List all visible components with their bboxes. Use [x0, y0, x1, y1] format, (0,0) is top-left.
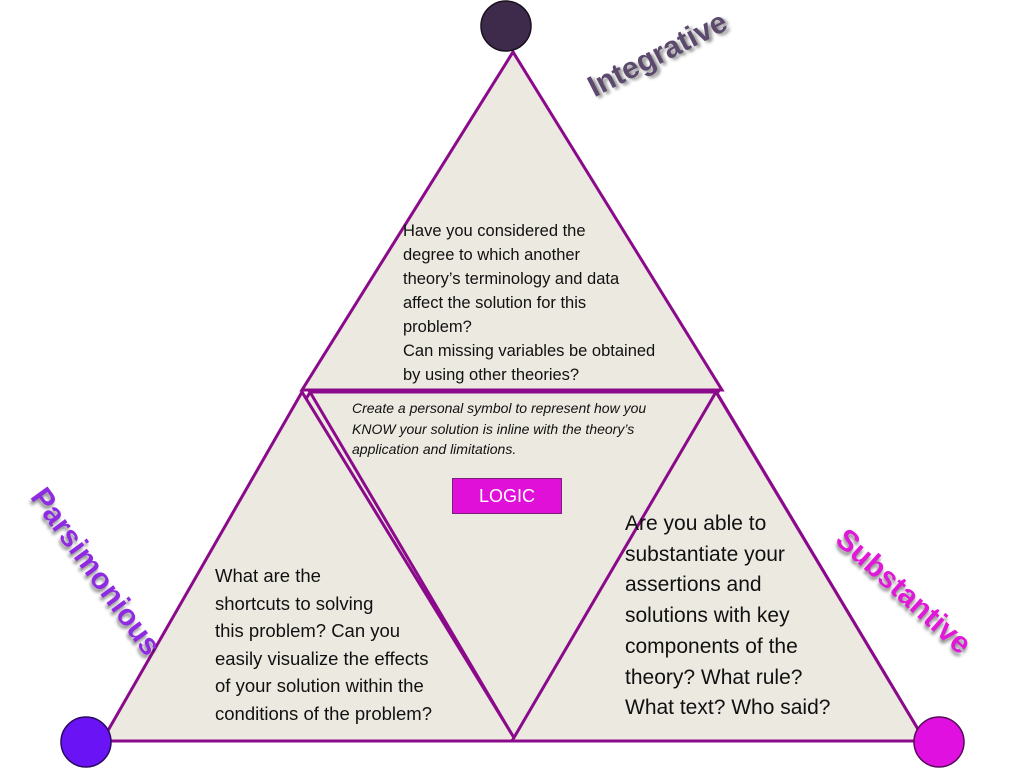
substantive-question: Are you able to substantiate your assert…: [625, 512, 831, 720]
parsimonious-question: What are the shortcuts to solving this p…: [215, 565, 432, 724]
top-triangle: [299, 49, 725, 392]
right-node: [913, 716, 965, 768]
left-triangle: [99, 389, 519, 743]
left-node: [60, 716, 112, 768]
top-node: [480, 0, 532, 52]
right-triangle: [509, 389, 928, 743]
logic-badge: LOGIC: [452, 478, 562, 514]
logic-instruction: Create a personal symbol to represent ho…: [352, 400, 647, 457]
integrative-question: Have you considered the degree to which …: [403, 222, 656, 384]
